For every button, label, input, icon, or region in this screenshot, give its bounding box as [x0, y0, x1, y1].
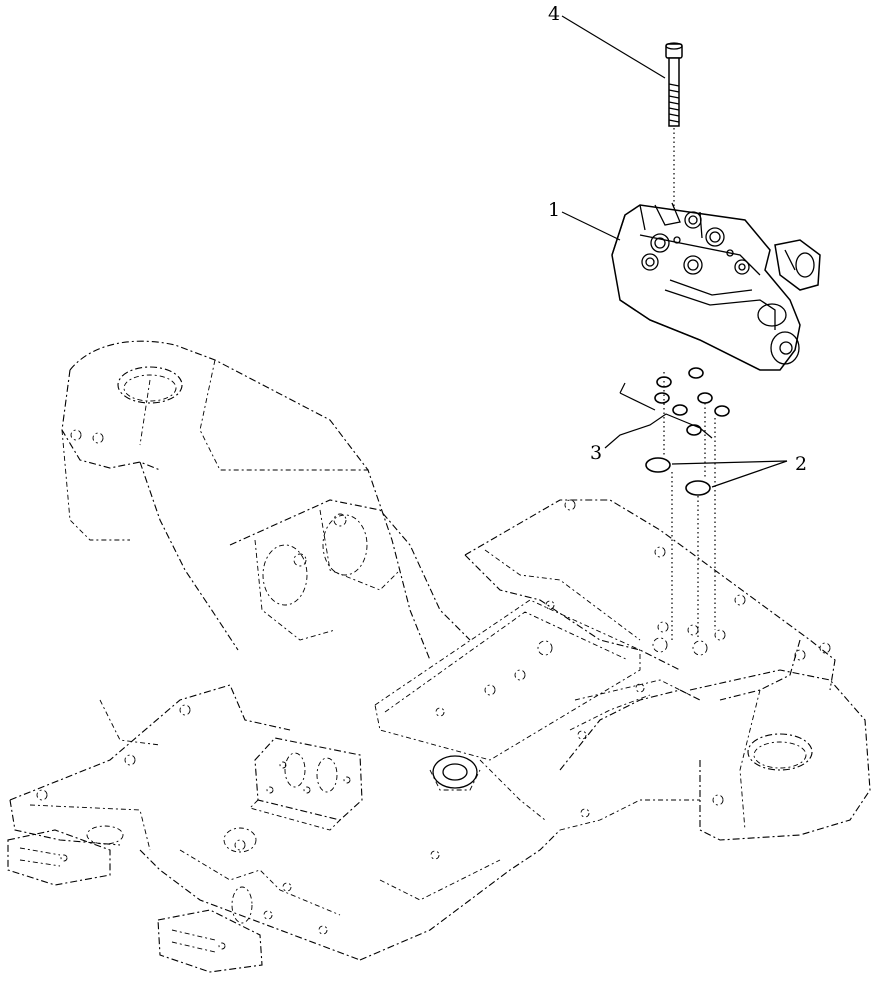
callout-1: 1: [548, 199, 560, 221]
valve-assembly: [611, 202, 821, 371]
chassis-frame: [7, 340, 871, 973]
leader-lines: [561, 15, 788, 488]
large-o-rings: [645, 457, 711, 496]
callout-2: 2: [795, 453, 807, 475]
bolt: [665, 42, 683, 127]
alignment-lines: [663, 128, 716, 640]
callout-4: 4: [548, 3, 560, 25]
callout-3: 3: [590, 442, 602, 464]
